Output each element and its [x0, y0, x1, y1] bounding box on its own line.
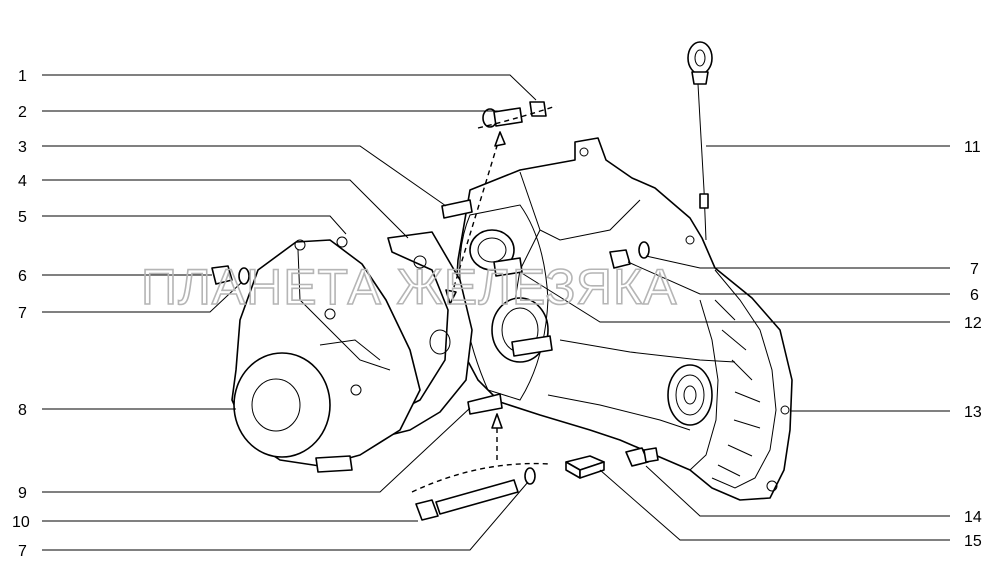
oil-dipstick-icon [687, 41, 713, 241]
callout-label: 15 [964, 533, 982, 550]
watermark-text: ПЛАНЕТА ЖЕЛЕЗЯКА [141, 259, 677, 315]
assembly-arrows [445, 131, 506, 460]
callout-label: 9 [18, 485, 27, 502]
callout-label: 12 [964, 315, 982, 332]
callout-label: 13 [964, 404, 982, 421]
long-bolt-icon [411, 462, 551, 521]
bolt-icon [477, 101, 557, 129]
callout-label: 4 [18, 173, 27, 190]
callout-label: 10 [12, 514, 30, 531]
callout-label: 6 [18, 268, 27, 285]
parts-drawing [211, 41, 793, 521]
magnet-icon [565, 455, 605, 479]
callout-label: 2 [18, 104, 27, 121]
callout-label: 8 [18, 402, 27, 419]
callout-label: 1 [18, 68, 27, 85]
washer-icon [609, 241, 650, 269]
callouts-right: 11 7 6 12 13 14 15 [964, 139, 982, 550]
stud-icon [441, 199, 553, 415]
callout-label: 7 [970, 261, 979, 278]
callout-label: 3 [18, 139, 27, 156]
rear-cover-icon [231, 236, 421, 473]
callout-label: 14 [964, 509, 982, 526]
leader-lines [42, 74, 950, 551]
nut-icon [211, 265, 250, 285]
callout-label: 7 [18, 543, 27, 560]
callout-label: 5 [18, 209, 27, 226]
drain-plug-icon [625, 447, 659, 467]
callout-label: 11 [964, 139, 981, 156]
callouts-left: 1 2 3 4 5 6 7 8 9 10 7 [12, 68, 30, 560]
transfer-case-housing-icon [454, 137, 793, 501]
callout-label: 6 [970, 287, 979, 304]
callout-label: 7 [18, 305, 27, 322]
